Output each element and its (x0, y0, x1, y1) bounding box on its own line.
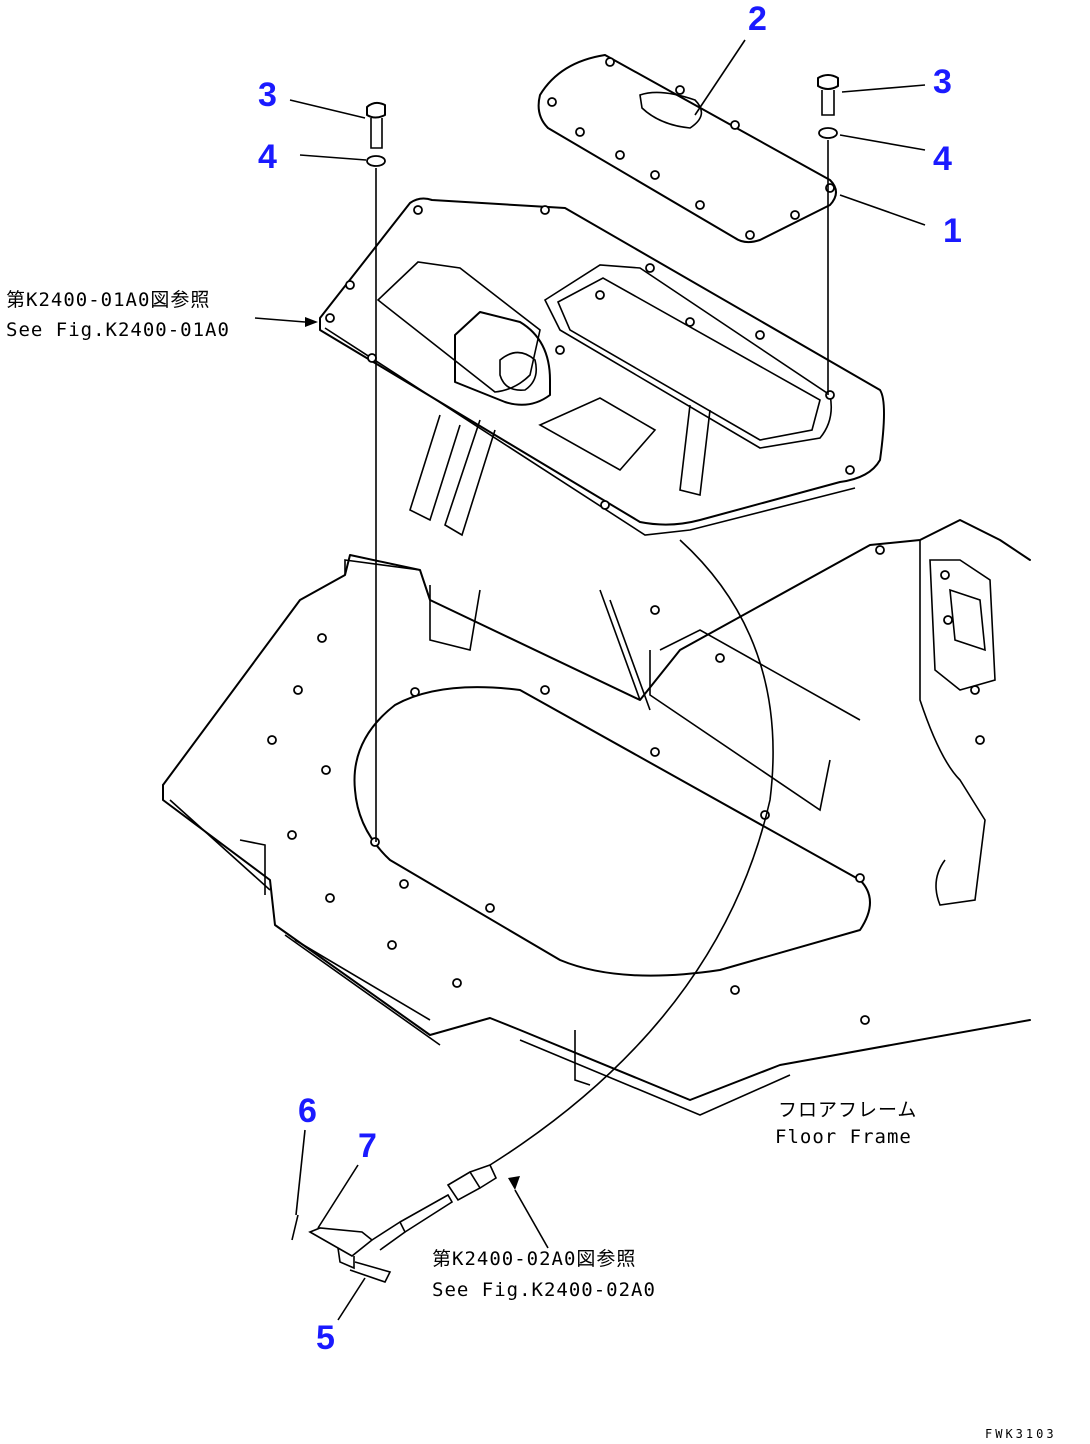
reference-upper-en: See Fig.K2400-01A0 (6, 319, 230, 341)
floor-frame (162, 519, 1031, 1116)
reference-lower-jp: 第K2400-02A0図参照 (432, 1248, 636, 1270)
callout-5: 5 (316, 1319, 335, 1357)
upper-floor-plate (319, 197, 885, 537)
floor-frame-label-jp: フロアフレーム (778, 1099, 917, 1121)
reference-arrow-upper (305, 317, 318, 327)
cover-plate (537, 54, 837, 244)
callout-4-left: 4 (258, 138, 277, 176)
callout-4-right: 4 (933, 140, 952, 178)
washer-right (818, 127, 838, 139)
reference-lower-en: See Fig.K2400-02A0 (432, 1279, 656, 1301)
reference-arrow-lower (508, 1176, 520, 1190)
washer-left (366, 155, 386, 167)
bolt-left (366, 101, 386, 149)
callout-6: 6 (298, 1092, 317, 1130)
drawing-code: FWK3103 (985, 1427, 1057, 1441)
floor-frame-label-en: Floor Frame (775, 1126, 912, 1148)
callout-1: 1 (943, 212, 962, 250)
leader-lines (254, 39, 926, 1321)
callout-3-right: 3 (933, 63, 952, 101)
callout-2: 2 (748, 0, 767, 38)
callout-7: 7 (358, 1127, 377, 1165)
reference-upper-jp: 第K2400-01A0図参照 (6, 289, 210, 311)
cable (489, 539, 774, 1166)
bolt-right (817, 74, 839, 116)
callout-3-left: 3 (258, 76, 277, 114)
lever-assembly (291, 1164, 498, 1283)
